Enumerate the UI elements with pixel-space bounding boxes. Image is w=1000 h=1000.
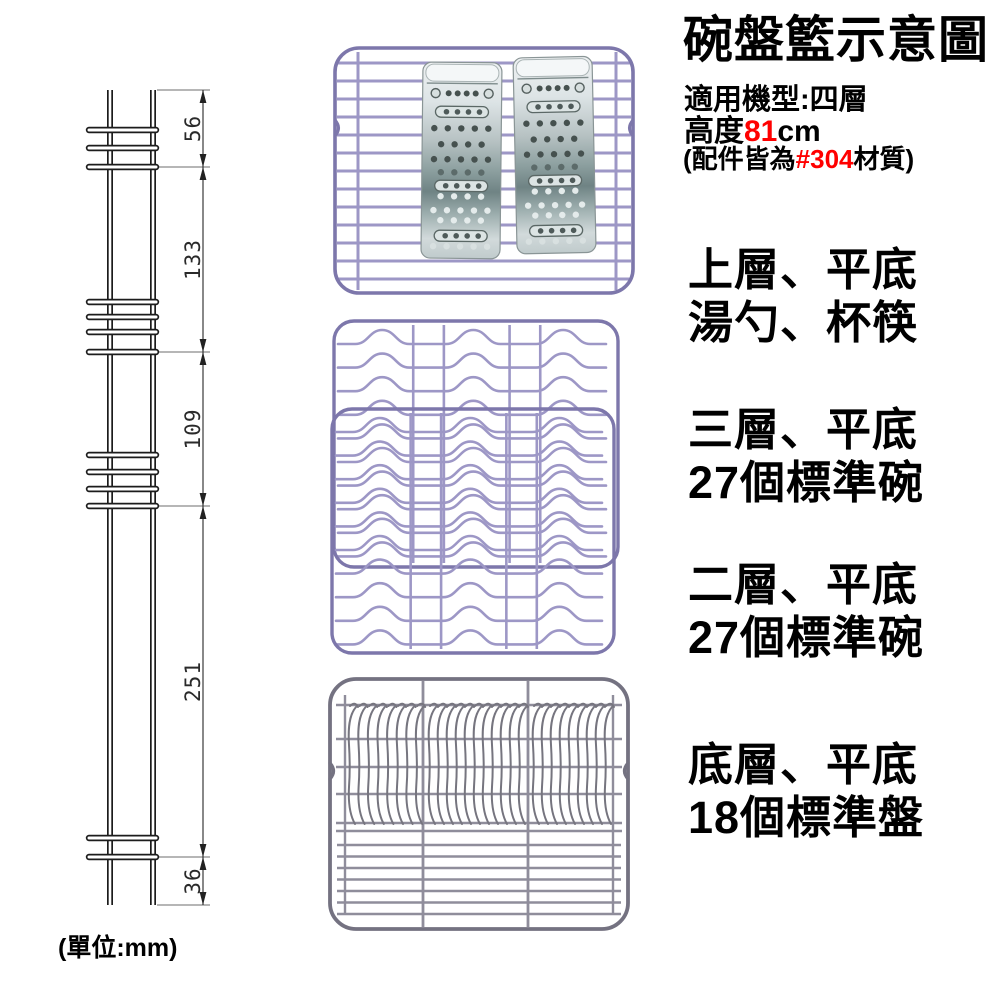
label-top-layer: 上層、平底 湯勺、杯筷 (688, 243, 918, 349)
label-line: 上層、平底 (688, 244, 919, 295)
label-third-layer: 三層、平底 27個標準碗 (688, 403, 924, 509)
page-title: 碗盤籃示意圖 (683, 12, 989, 68)
dimension-drawing-lines (85, 89, 210, 906)
dim-value-251: 251 (181, 661, 205, 702)
material-prefix: (配件皆為 (683, 144, 796, 174)
material-suffix: 材質) (853, 144, 915, 174)
label-line: 湯勺、杯筷 (688, 297, 919, 348)
dim-value-56: 56 (181, 115, 205, 142)
label-line: 底層、平底 (688, 739, 919, 790)
dimension-drawing: 56 133 109 251 36 (85, 89, 210, 906)
model-type-line: 適用機型:四層 (684, 84, 868, 116)
bottom-basket-illustration (328, 677, 630, 931)
label-line: 18個標準盤 (688, 792, 925, 843)
material-value: #304 (795, 144, 854, 174)
dim-value-36: 36 (181, 867, 205, 894)
label-bottom-layer: 底層、平底 18個標準盤 (688, 738, 924, 844)
unit-label: (單位:mm) (58, 934, 178, 962)
dim-value-109: 109 (181, 409, 205, 450)
material-line: (配件皆為#304材質) (683, 139, 914, 176)
height-line: 高度81cm (684, 106, 821, 150)
height-unit: cm (777, 115, 821, 148)
label-line: 27個標準碗 (688, 612, 925, 663)
top-basket-illustration (333, 46, 635, 295)
label-line: 三層、平底 (688, 404, 919, 455)
label-line: 27個標準碗 (688, 457, 925, 508)
third-layer-basket-illustration (332, 319, 620, 569)
label-second-layer: 二層、平底 27個標準碗 (688, 558, 924, 664)
height-value: 81 (744, 115, 778, 148)
label-line: 二層、平底 (688, 559, 919, 610)
dim-value-133: 133 (181, 239, 205, 280)
second-layer-basket-illustration (330, 407, 616, 655)
height-prefix: 高度 (684, 115, 744, 148)
